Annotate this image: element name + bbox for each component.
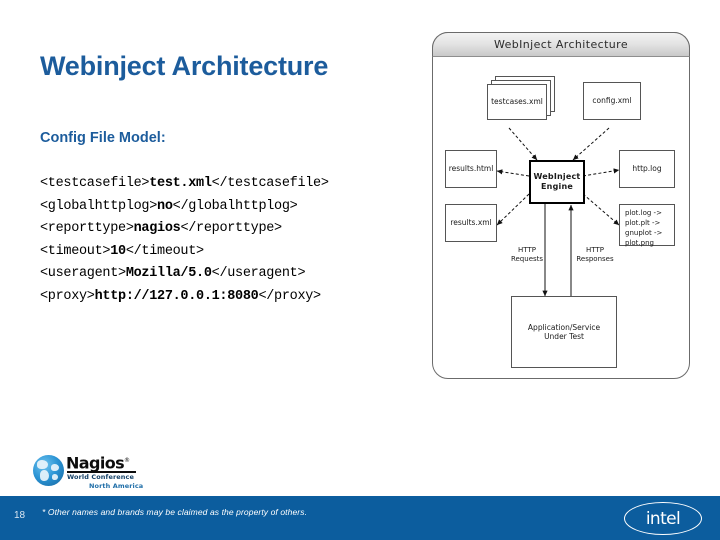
nagios-wordmark: Nagios® bbox=[66, 452, 130, 473]
nagios-wordmark-text: Nagios bbox=[66, 453, 125, 473]
diagram-title-bar: WebInject Architecture bbox=[432, 32, 690, 57]
code-open-tag: <globalhttplog> bbox=[40, 198, 158, 214]
code-line: <reporttype>nagios</reporttype> bbox=[40, 217, 420, 240]
footer-bar: 18 * Other names and brands may be claim… bbox=[0, 496, 720, 540]
node-config-xml[interactable]: config.xml bbox=[583, 82, 641, 120]
node-label: http.log bbox=[632, 164, 662, 174]
node-testcases-xml[interactable]: testcases.xml bbox=[487, 84, 547, 120]
plot-line-2: plot.plt -> bbox=[625, 219, 661, 228]
http-requests-line2: Requests bbox=[510, 255, 544, 264]
http-responses-line1: HTTP bbox=[586, 246, 604, 254]
logo-divider bbox=[67, 471, 136, 473]
edge-label-http-responses: HTTP Responses bbox=[573, 246, 617, 264]
edge-label-http-requests: HTTP Requests bbox=[509, 246, 545, 264]
http-requests-line1: HTTP bbox=[518, 246, 536, 254]
code-value: 10 bbox=[110, 243, 126, 259]
code-close-tag: </timeout> bbox=[125, 243, 204, 259]
code-close-tag: </useragent> bbox=[211, 266, 306, 281]
code-value: no bbox=[157, 198, 173, 214]
code-value: test.xml bbox=[149, 176, 212, 191]
code-open-tag: <testcasefile> bbox=[40, 176, 150, 191]
node-label: results.html bbox=[448, 164, 494, 174]
aut-label-line1: Application/Service bbox=[527, 322, 601, 332]
code-close-tag: </proxy> bbox=[258, 288, 321, 304]
engine-label-line1: WebInject bbox=[533, 172, 581, 181]
section-label: Config File Model: bbox=[40, 130, 166, 146]
config-code-block: <testcasefile>test.xml</testcasefile> <g… bbox=[40, 172, 420, 307]
aut-label-line2: Under Test bbox=[544, 332, 584, 341]
node-label: config.xml bbox=[592, 96, 632, 106]
node-results-html[interactable]: results.html bbox=[445, 150, 497, 188]
http-responses-line2: Responses bbox=[576, 255, 614, 264]
plot-line-4: plot.png bbox=[625, 239, 654, 248]
code-open-tag: <proxy> bbox=[40, 288, 95, 304]
intel-logo: intel bbox=[624, 500, 702, 537]
engine-label-line2: Engine bbox=[541, 182, 573, 191]
nagios-subtitle-region: North America bbox=[89, 482, 144, 490]
code-line: <proxy>http://127.0.0.1:8080</proxy> bbox=[40, 285, 420, 308]
code-line: <useragent>Mozilla/5.0</useragent> bbox=[40, 262, 420, 285]
node-webinject-engine[interactable]: WebInject Engine bbox=[529, 160, 585, 204]
code-line: <globalhttplog>no</globalhttplog> bbox=[40, 195, 420, 218]
page-title: Webinject Architecture bbox=[40, 51, 329, 81]
node-http-log[interactable]: http.log bbox=[619, 150, 675, 188]
code-close-tag: </reporttype> bbox=[180, 221, 282, 236]
globe-icon bbox=[33, 455, 64, 486]
code-line: <testcasefile>test.xml</testcasefile> bbox=[40, 172, 420, 195]
footer-disclaimer: * Other names and brands may be claimed … bbox=[42, 507, 308, 517]
code-value: Mozilla/5.0 bbox=[125, 266, 212, 281]
node-application-under-test[interactable]: Application/Service Under Test bbox=[511, 296, 617, 368]
node-label: results.xml bbox=[450, 218, 492, 228]
code-value: nagios bbox=[133, 221, 181, 236]
plot-line-3: gnuplot -> bbox=[625, 229, 663, 238]
code-close-tag: </testcasefile> bbox=[211, 176, 329, 191]
code-close-tag: </globalhttplog> bbox=[172, 198, 298, 214]
node-results-xml[interactable]: results.xml bbox=[445, 204, 497, 242]
page-number: 18 bbox=[14, 510, 26, 521]
code-line: <timeout>10</timeout> bbox=[40, 240, 420, 263]
diagram-title: WebInject Architecture bbox=[493, 38, 629, 51]
code-open-tag: <useragent> bbox=[40, 266, 126, 281]
architecture-diagram: WebInject Architecture bbox=[432, 32, 690, 379]
code-open-tag: <timeout> bbox=[40, 243, 111, 259]
node-label: testcases.xml bbox=[491, 97, 543, 107]
diagram-connectors bbox=[496, 127, 620, 297]
code-value: http://127.0.0.1:8080 bbox=[94, 288, 259, 304]
intel-ellipse-shape bbox=[624, 502, 702, 535]
node-plot-pipeline[interactable]: plot.log -> plot.plt -> gnuplot -> plot.… bbox=[619, 204, 675, 248]
nagios-subtitle-conference: World Conference bbox=[67, 473, 134, 481]
plot-line-1: plot.log -> bbox=[625, 209, 662, 217]
diagram-body: testcases.xml config.xml results.html re… bbox=[433, 58, 689, 378]
nagios-conference-logo: Nagios® World Conference North America bbox=[33, 452, 148, 492]
code-open-tag: <reporttype> bbox=[40, 221, 134, 236]
intel-wordmark: intel bbox=[645, 508, 681, 529]
trademark-symbol: ® bbox=[124, 457, 130, 464]
